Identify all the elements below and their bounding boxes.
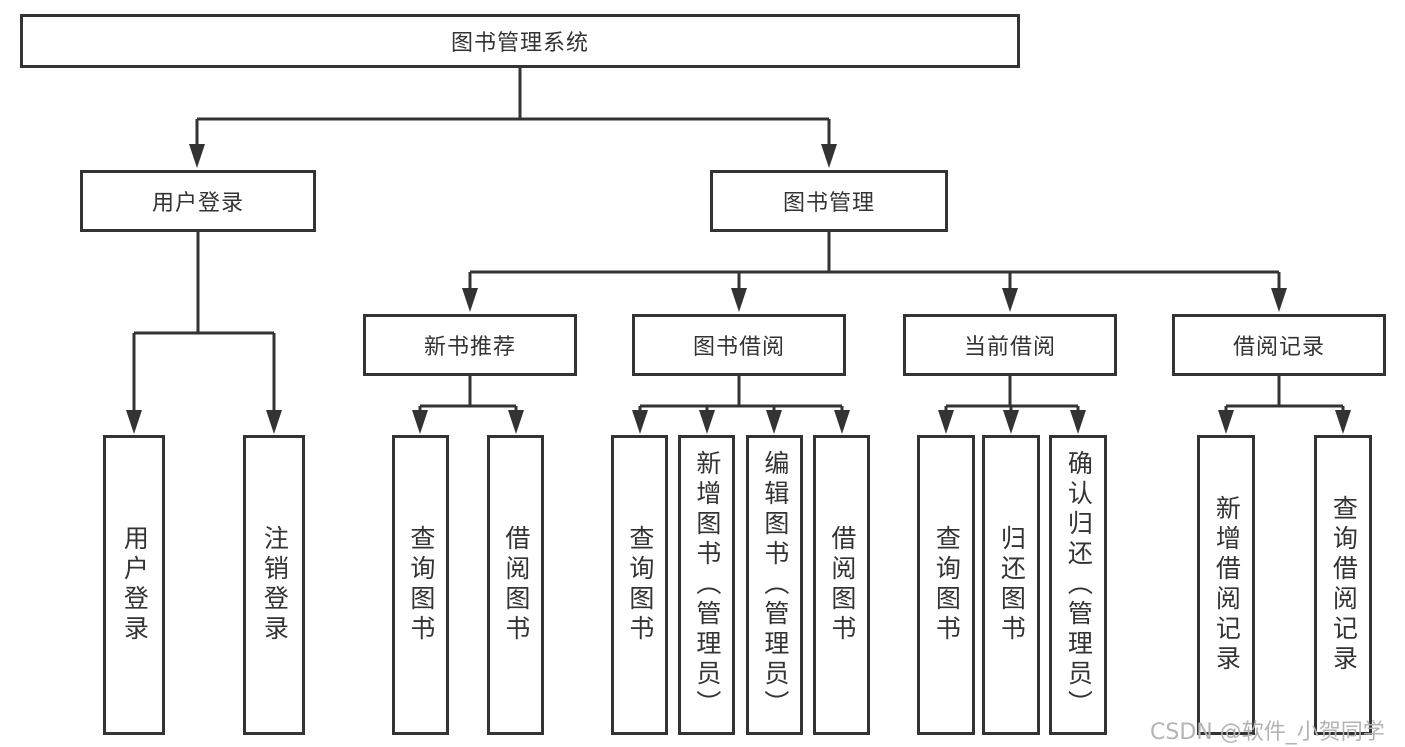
edge-user-login-to-leaves <box>126 232 282 434</box>
leaf-label: 借阅图书 <box>827 525 857 645</box>
leaf-cb-query-books: 查询图书 <box>917 435 975 735</box>
leaf-user-login: 用户登录 <box>103 435 165 735</box>
leaf-label: 用户登录 <box>120 525 150 645</box>
leaf-label: 确认归还（管理员） <box>1064 450 1094 720</box>
node-label: 新书推荐 <box>423 335 516 360</box>
leaf-label: 编辑图书（管理员） <box>760 450 790 720</box>
edge-current-borrowing-to-leaves <box>938 376 1086 434</box>
node-label: 当前借阅 <box>963 335 1056 360</box>
leaf-label: 归还图书 <box>997 525 1027 645</box>
node-book-borrowing: 图书借阅 <box>632 314 846 376</box>
csdn-watermark: CSDN @软件_小贺同学 <box>1150 720 1385 745</box>
edge-book-management-to-level3 <box>462 232 1287 312</box>
node-label: 图书管理系统 <box>450 31 589 56</box>
edge-book-borrowing-to-leaves <box>632 376 850 434</box>
leaf-label: 查询图书 <box>625 525 655 645</box>
leaf-bb-add-book-admin: 新增图书（管理员） <box>678 435 735 735</box>
node-label: 图书借阅 <box>692 335 785 360</box>
node-current-borrowing: 当前借阅 <box>903 314 1117 376</box>
leaf-br-add-record: 新增借阅记录 <box>1197 435 1255 735</box>
leaf-label: 查询图书 <box>406 525 436 645</box>
leaf-cb-return-books: 归还图书 <box>982 435 1040 735</box>
leaf-label: 查询借阅记录 <box>1329 495 1359 675</box>
leaf-logout: 注销登录 <box>243 435 305 735</box>
node-borrowing-records: 借阅记录 <box>1172 314 1386 376</box>
leaf-nb-query-books: 查询图书 <box>392 435 449 735</box>
leaf-label: 新增借阅记录 <box>1212 495 1242 675</box>
leaf-label: 借阅图书 <box>501 525 531 645</box>
node-new-book-recommend: 新书推荐 <box>363 314 577 376</box>
leaf-label: 注销登录 <box>260 525 290 645</box>
edge-new-book-recommend-to-leaves <box>412 376 524 434</box>
leaf-cb-confirm-return-admin: 确认归还（管理员） <box>1049 435 1107 735</box>
node-label: 借阅记录 <box>1232 335 1325 360</box>
leaf-br-query-record: 查询借阅记录 <box>1314 435 1372 735</box>
leaf-label: 新增图书（管理员） <box>692 450 722 720</box>
leaf-bb-borrow-books: 借阅图书 <box>813 435 870 735</box>
node-book-management: 图书管理 <box>710 170 948 232</box>
leaf-bb-edit-book-admin: 编辑图书（管理员） <box>746 435 803 735</box>
edge-root-to-level2 <box>189 68 837 168</box>
node-label: 图书管理 <box>782 191 875 216</box>
node-user-login: 用户登录 <box>80 170 316 232</box>
edge-borrowing-records-to-leaves <box>1218 376 1351 434</box>
leaf-label: 查询图书 <box>932 525 962 645</box>
leaf-nb-borrow-books: 借阅图书 <box>487 435 544 735</box>
node-root-system: 图书管理系统 <box>20 14 1020 68</box>
leaf-bb-query-books: 查询图书 <box>611 435 668 735</box>
node-label: 用户登录 <box>151 191 244 216</box>
